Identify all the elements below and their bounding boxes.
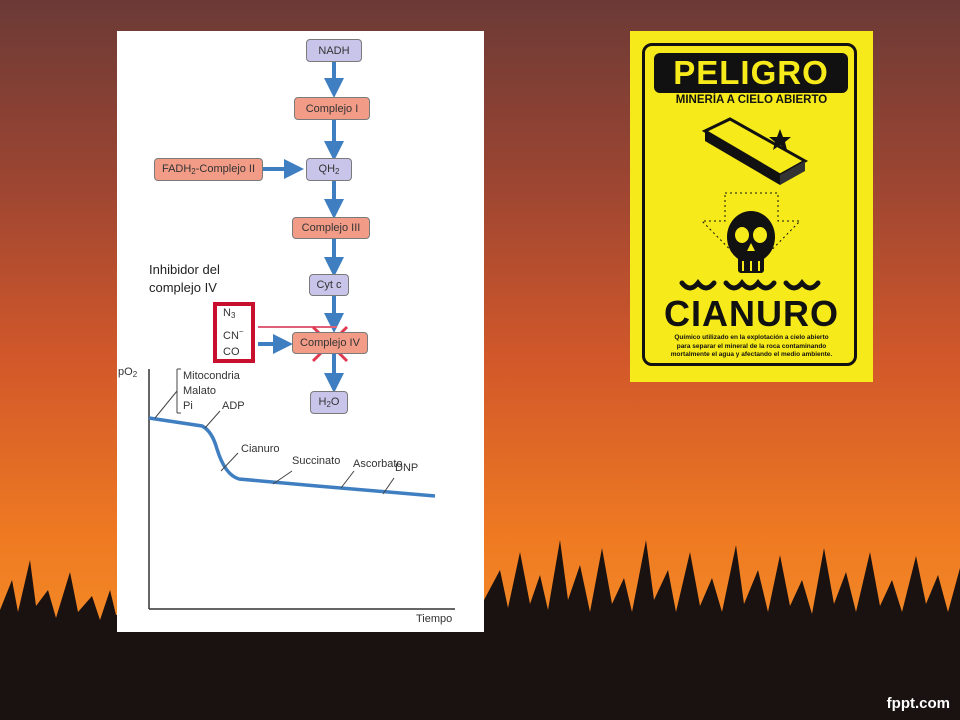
- h2o-label: H2O: [318, 396, 340, 409]
- node-qh2: QH2: [306, 158, 352, 181]
- label-succinato: Succinato: [292, 455, 341, 467]
- sign-body: Químico utilizado en la explotación a ci…: [630, 334, 873, 360]
- leader-ascorbato: [340, 470, 355, 489]
- node-complejo4-label: Complejo IV: [300, 337, 360, 349]
- graph-ylabel: pO2: [118, 366, 138, 379]
- skull-icon: [727, 211, 775, 273]
- node-fadh-complejo2: FADH2-Complejo II: [154, 158, 263, 181]
- leader-cianuro: [220, 452, 239, 472]
- diagram-panel: NADH Complejo I FADH2-Complejo II QH2 Co…: [117, 31, 484, 632]
- node-cytc-label: Cyt c: [316, 279, 342, 291]
- graph-xlabel: Tiempo: [416, 613, 453, 625]
- node-complejo1: Complejo I: [294, 97, 370, 120]
- sign-body-line2: para separar el mineral de la roca conta…: [676, 342, 827, 350]
- node-nadh: NADH: [306, 39, 362, 62]
- leader-dnp: [382, 477, 395, 495]
- sign-body-line1: Químico utilizado en la explotación a ci…: [674, 334, 829, 341]
- node-complejo3: Complejo III: [292, 217, 370, 239]
- leader-succinato: [272, 470, 293, 485]
- sign-subtitle: MINERÍA A CIELO ABIERTO: [675, 94, 828, 106]
- leader-adp: [204, 410, 221, 429]
- node-h2o: H2O: [310, 391, 348, 414]
- sign-graphic: [679, 117, 821, 291]
- gold-bar-icon: [701, 117, 809, 185]
- node-nadh-label: NADH: [318, 44, 350, 57]
- inhibitor-highlight-box: [213, 302, 255, 363]
- sign-border: [642, 43, 857, 366]
- node-cytc: Cyt c: [309, 274, 349, 296]
- water-waves-icon: [679, 279, 821, 291]
- qh2-label: QH2: [318, 163, 340, 176]
- sign-title: PELIGRO: [654, 53, 848, 93]
- label-dnp: DNP: [395, 462, 419, 474]
- sign-body-line3: mortalmente el agua y afectando el medio…: [670, 351, 833, 358]
- node-complejo4: Complejo IV: [292, 332, 368, 354]
- sign-heading: CIANURO: [664, 293, 839, 334]
- inhibitor-co: CO: [223, 346, 240, 358]
- graph-axes: [148, 369, 455, 610]
- inhibitor-label-line1: Inhibidor del: [149, 262, 220, 277]
- inhibitor-label-line2: complejo IV: [149, 280, 217, 295]
- label-malato: Malato: [183, 385, 217, 397]
- inhibitor-cn: CN−: [223, 327, 244, 342]
- leader-mito-curve: [154, 390, 178, 419]
- inhibitor-label: Inhibidor del complejo IV: [149, 261, 220, 297]
- oxygen-curve: [148, 416, 436, 498]
- label-mitocondria: Mitocondria: [183, 370, 240, 382]
- danger-sign: PELIGRO MINERÍA A CIELO ABIERTO: [630, 31, 873, 382]
- label-ascorbato: Ascorbato: [353, 458, 403, 470]
- inhibitor-list: N3 CN− CO: [223, 305, 244, 360]
- label-cianuro: Cianuro: [241, 443, 280, 455]
- label-pi: Pi: [183, 400, 193, 412]
- label-adp: ADP: [222, 400, 245, 412]
- fadh-label: FADH2-Complejo II: [161, 163, 256, 176]
- node-complejo3-label: Complejo III: [301, 222, 361, 234]
- footer-brand: fppt.com: [886, 695, 950, 712]
- inhibitor-n3: N3: [223, 307, 236, 320]
- node-complejo1-label: Complejo I: [305, 102, 359, 115]
